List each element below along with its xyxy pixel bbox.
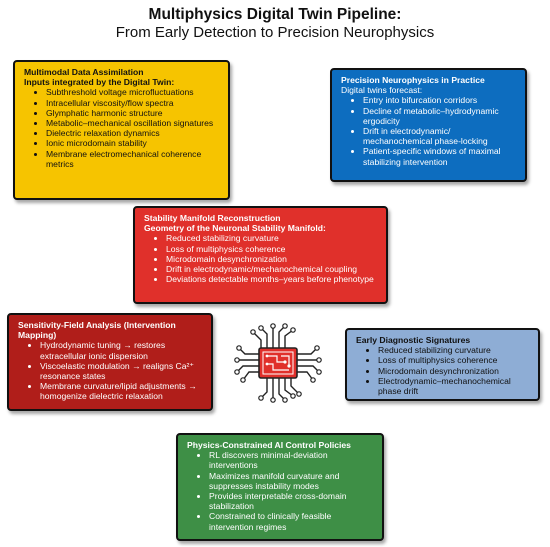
list-item: Constrained to clinically feasible inter…: [209, 511, 376, 531]
list-item: Patient-specific windows of maximal stab…: [363, 146, 519, 166]
list-item: Microdomain desynchronization: [166, 254, 380, 264]
list-item: Viscoelastic modulation → realigns Ca²⁺ …: [40, 361, 205, 381]
early-diagnostic-box: Early Diagnostic Signatures Reduced stab…: [345, 328, 540, 401]
stability-manifold-title: Stability Manifold Reconstruction: [144, 213, 281, 223]
stability-manifold-intro: Geometry of the Neuronal Stability Manif…: [144, 223, 326, 234]
ai-control-box: Physics-Constrained AI Control Policies …: [176, 433, 384, 541]
diagram-title: Multiphysics Digital Twin Pipeline:: [148, 6, 402, 23]
list-item: Intracellular viscosity/flow spectra: [46, 98, 222, 108]
sensitivity-field-title: Sensitivity-Field Analysis (Intervention…: [18, 320, 176, 341]
list-item: Ionic microdomain stability: [46, 138, 222, 148]
list-item: Membrane curvature/lipid adjustments → h…: [40, 381, 205, 401]
sensitivity-field-list: Hydrodynamic tuning → restores extracell…: [18, 340, 205, 401]
precision-neurophysics-title: Precision Neurophysics in Practice: [341, 75, 485, 85]
list-item: Dielectric relaxation dynamics: [46, 128, 222, 138]
list-item: Deviations detectable months–years befor…: [166, 274, 380, 284]
list-item: Microdomain desynchronization: [378, 366, 532, 376]
precision-neurophysics-intro: Digital twins forecast:: [341, 85, 423, 96]
ai-control-title: Physics-Constrained AI Control Policies: [187, 440, 351, 450]
list-item: Loss of multiphysics coherence: [166, 244, 380, 254]
circuit-chip-icon: [234, 323, 322, 403]
list-item: Metabolic–mechanical oscillation signatu…: [46, 118, 222, 128]
list-item: Subthreshold voltage microfluctuations: [46, 87, 222, 97]
list-item: Entry into bifurcation corridors: [363, 95, 519, 105]
list-item: Maximizes manifold curvature and suppres…: [209, 471, 376, 491]
list-item: Loss of multiphysics coherence: [378, 355, 532, 365]
list-item: Drift in electrodynamic/mechanochemical …: [166, 264, 380, 274]
data-assimilation-box: Multimodal Data Assimilation Inputs inte…: [13, 60, 230, 200]
early-diagnostic-title: Early Diagnostic Signatures: [356, 335, 471, 345]
list-item: Provides interpretable cross-domain stab…: [209, 491, 376, 511]
list-item: RL discovers minimal-deviation intervent…: [209, 450, 376, 470]
stability-manifold-list: Reduced stabilizing curvature Loss of mu…: [144, 233, 380, 284]
data-assimilation-title: Multimodal Data Assimilation: [24, 67, 144, 77]
list-item: Drift in electrodynamic/ mechanochemical…: [363, 126, 519, 146]
precision-neurophysics-list: Entry into bifurcation corridors Decline…: [341, 95, 519, 166]
list-item: Electrodynamic–mechanochemical phase dri…: [378, 376, 532, 396]
ai-control-list: RL discovers minimal-deviation intervent…: [187, 450, 376, 532]
list-item: Hydrodynamic tuning → restores extracell…: [40, 340, 205, 360]
data-assimilation-list: Subthreshold voltage microfluctuations I…: [24, 87, 222, 169]
early-diagnostic-list: Reduced stabilizing curvature Loss of mu…: [356, 345, 532, 396]
list-item: Reduced stabilizing curvature: [166, 233, 380, 243]
list-item: Decline of metabolic–hydrodynamic ergodi…: [363, 106, 519, 126]
stability-manifold-box: Stability Manifold Reconstruction Geomet…: [133, 206, 388, 304]
list-item: Glymphatic harmonic structure: [46, 108, 222, 118]
list-item: Membrane electromechanical coherence met…: [46, 149, 222, 169]
data-assimilation-intro: Inputs integrated by the Digital Twin:: [24, 77, 175, 88]
list-item: Reduced stabilizing curvature: [378, 345, 532, 355]
sensitivity-field-box: Sensitivity-Field Analysis (Intervention…: [7, 313, 213, 411]
precision-neurophysics-box: Precision Neurophysics in Practice Digit…: [330, 68, 527, 182]
diagram-subtitle: From Early Detection to Precision Neurop…: [115, 24, 435, 41]
